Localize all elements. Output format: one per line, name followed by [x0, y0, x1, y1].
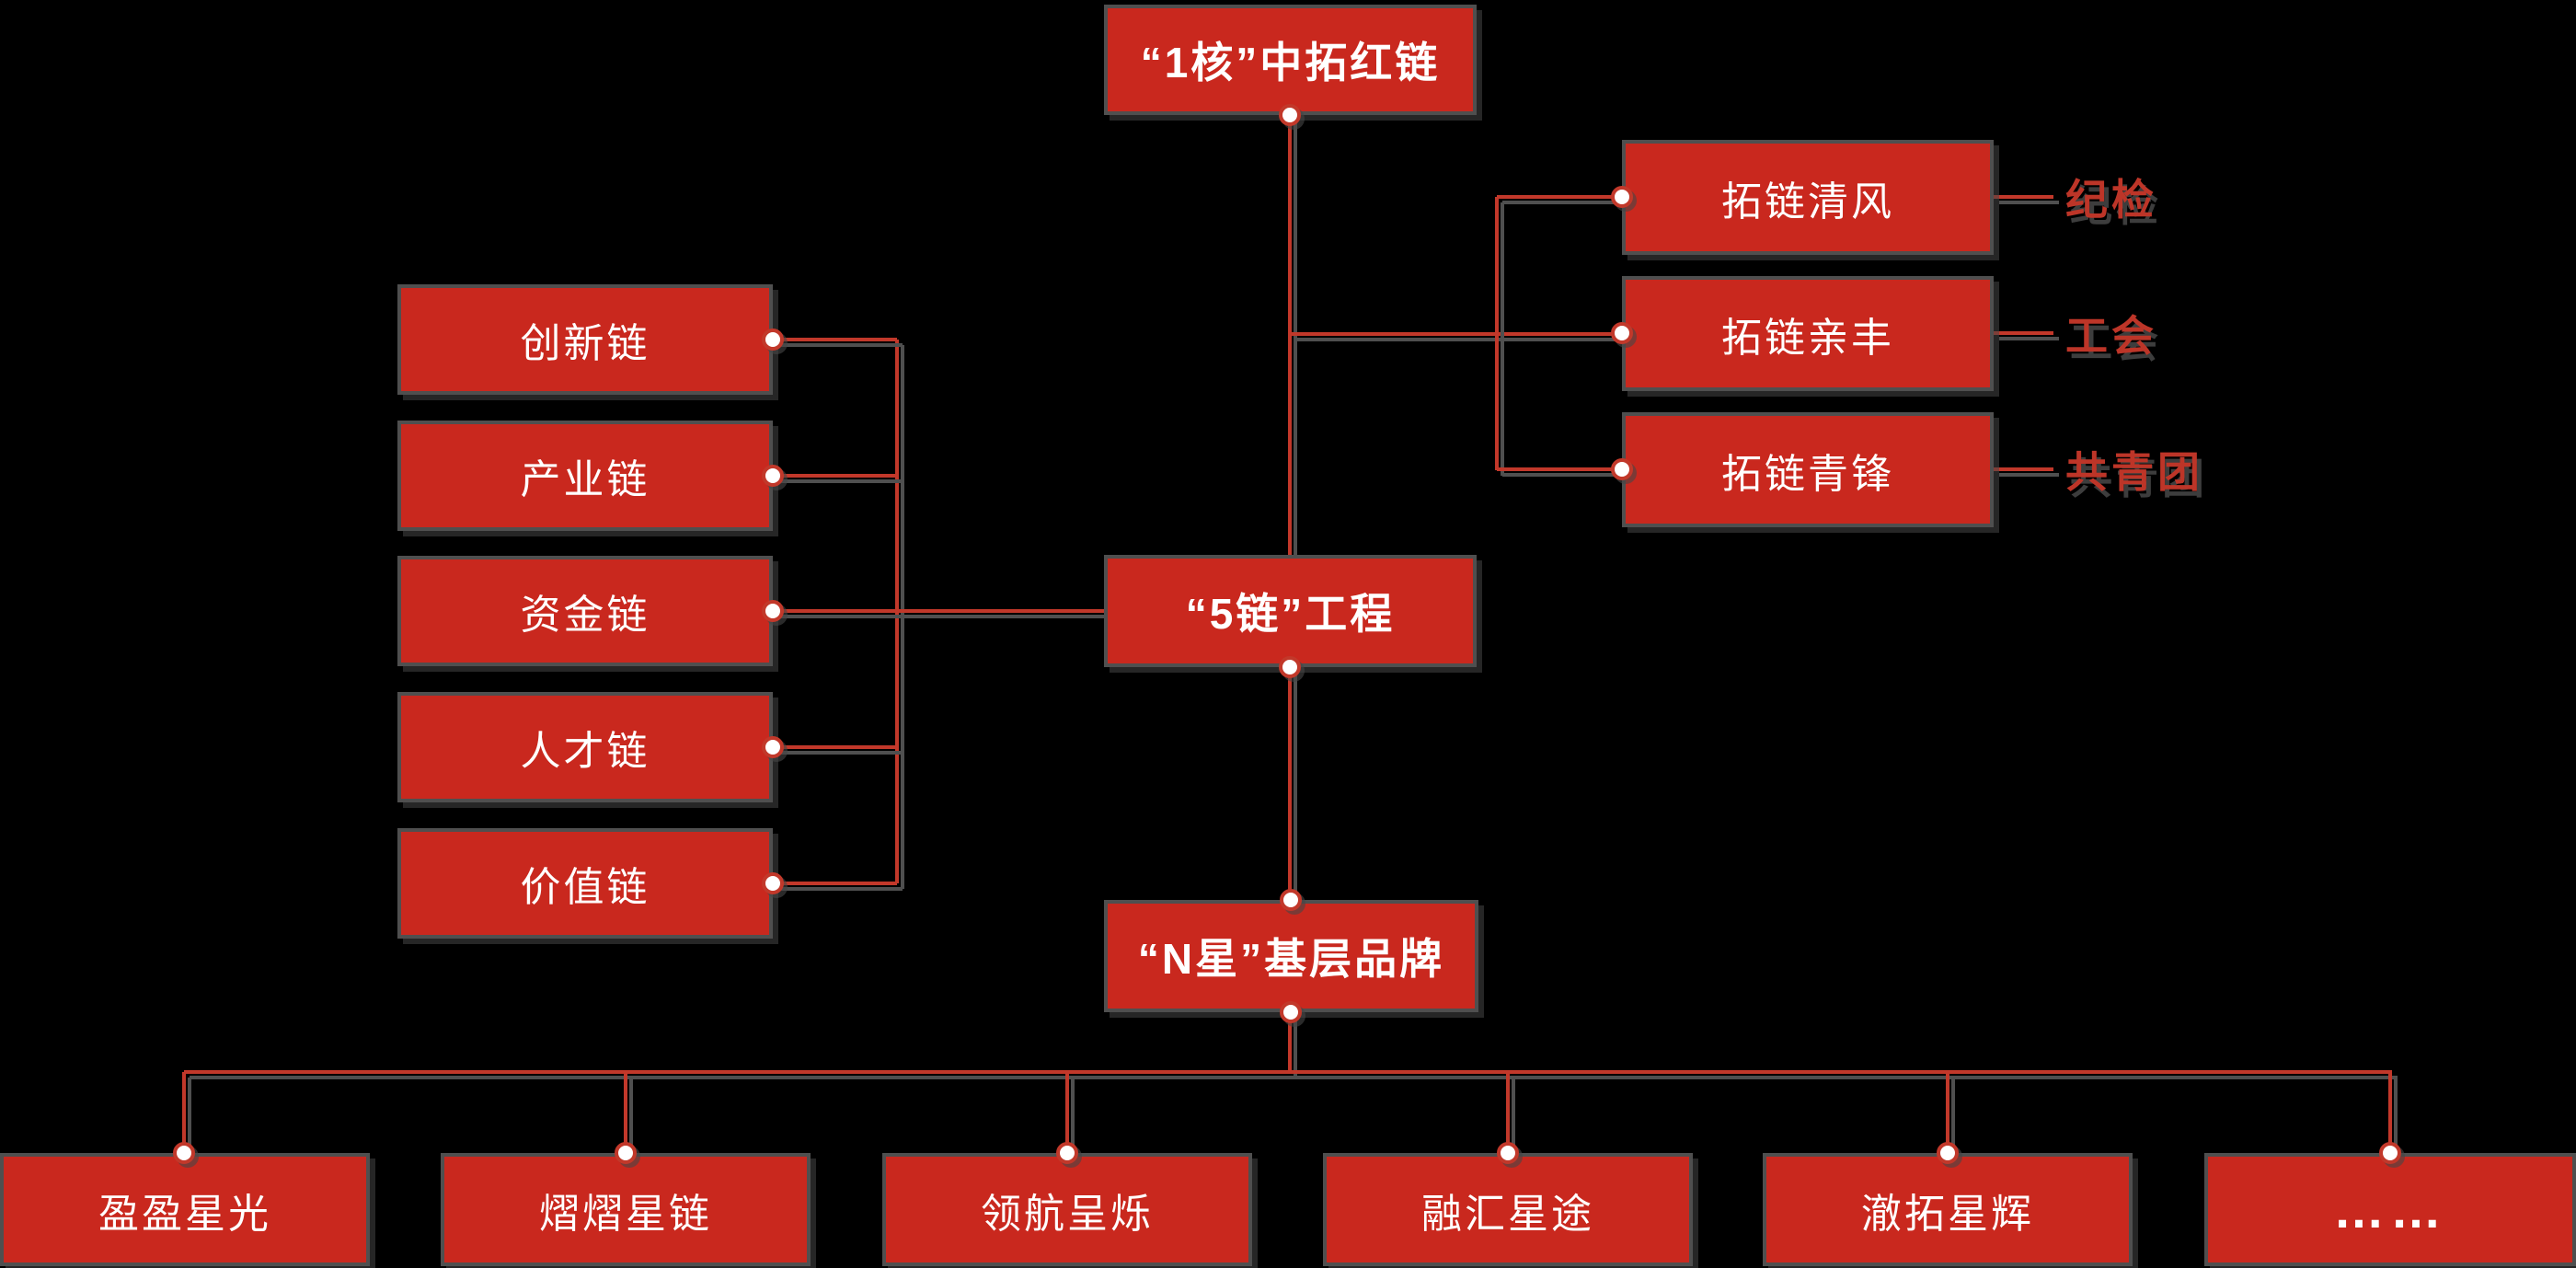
connector-brand-stub-3	[1065, 1072, 1069, 1153]
connector-brand-stub-4	[1506, 1072, 1510, 1153]
node-committee-qingfeng2: 拓链青锋	[1622, 412, 1994, 527]
node-committee-qinfeng: 拓链亲丰	[1622, 276, 1994, 391]
connector-committee-bracket	[1495, 197, 1499, 470]
connector-tag-stub-3	[1994, 467, 2053, 471]
connector-chain-stub-1	[773, 338, 897, 341]
connector-tag-stub-1	[1994, 195, 2053, 199]
connector-dot	[1056, 1142, 1078, 1164]
connector-dot	[1280, 1001, 1302, 1023]
node-brand-2: 熠熠星链	[441, 1153, 811, 1266]
connector-dot	[1937, 1142, 1959, 1164]
node-chain-capital: 资金链	[397, 556, 773, 666]
connector-brand-bus	[184, 1070, 2392, 1074]
connector-chain-stub-4	[773, 745, 897, 749]
connector-dot	[1279, 656, 1301, 678]
node-brand-3: 领航呈烁	[882, 1153, 1252, 1266]
connector-dot	[1279, 104, 1301, 126]
connector-chain-stub-2	[773, 474, 897, 478]
connector-brand-stub-5	[1946, 1072, 1949, 1153]
node-chain-value: 价值链	[397, 828, 773, 939]
connector-brand-stub-6	[2388, 1072, 2392, 1153]
connector-dot	[762, 465, 784, 487]
tag-union: 工会	[2065, 312, 2157, 360]
connector-dot	[1611, 322, 1633, 344]
connector-dot	[2379, 1142, 2401, 1164]
connector-dot	[762, 600, 784, 622]
node-project: “5链”工程	[1104, 555, 1477, 667]
connector-chain-to-project	[773, 609, 1104, 613]
connector-committee-top-stub	[1497, 195, 1622, 199]
node-nstar: “N星”基层品牌	[1104, 900, 1478, 1012]
connector-spine-to-committee-mid	[1290, 332, 1622, 336]
tag-discipline: 纪检	[2065, 176, 2157, 224]
node-brand-5: 澈拓星辉	[1763, 1153, 2133, 1266]
node-committee-qingfeng: 拓链清风	[1622, 140, 1994, 255]
node-brand-more: ……	[2204, 1153, 2576, 1266]
connector-dot	[1497, 1142, 1519, 1164]
connector-tag-stub-2	[1994, 331, 2053, 335]
node-brand-1: 盈盈星光	[0, 1153, 370, 1266]
connector-nstar-to-bottom-bus	[1288, 1012, 1292, 1072]
node-chain-industry: 产业链	[397, 421, 773, 531]
node-chain-talent: 人才链	[397, 692, 773, 802]
connector-chain-stub-5	[773, 882, 897, 885]
connector-dot	[1611, 458, 1633, 480]
connector-dot	[762, 872, 784, 894]
connector-dot	[762, 736, 784, 758]
node-core: “1核”中拓红链	[1104, 5, 1477, 115]
connector-brand-stub-1	[182, 1072, 186, 1153]
connector-brand-stub-2	[624, 1072, 627, 1153]
connector-dot	[1611, 186, 1633, 208]
connector-dot	[1280, 889, 1302, 911]
connector-project-to-nstar	[1288, 667, 1292, 900]
connector-dot	[173, 1142, 195, 1164]
connector-dot	[615, 1142, 637, 1164]
tag-youth-league: 共青团	[2065, 448, 2203, 496]
node-chain-innovation: 创新链	[397, 284, 773, 395]
node-brand-4: 融汇星途	[1323, 1153, 1693, 1266]
connector-committee-bottom-stub	[1497, 467, 1622, 471]
connector-dot	[762, 329, 784, 351]
